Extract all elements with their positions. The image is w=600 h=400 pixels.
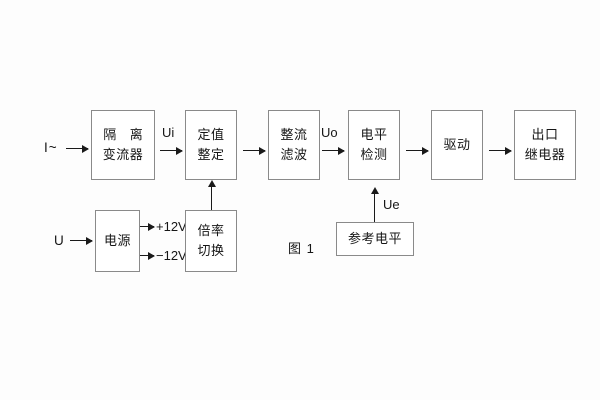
rail-label-negative: −12V [156, 248, 187, 263]
signal-label-ue: Ue [383, 197, 400, 212]
signal-label-uo: Uo [321, 125, 338, 140]
block-reference-level-line1: 参考电平 [347, 230, 402, 246]
arrow-setpoint-to-rectifier [243, 146, 266, 155]
block-reference-level: 参考电平 [336, 222, 414, 256]
block-output-relay: 出口 继电器 [514, 110, 576, 180]
block-multiplier-switch-line1: 倍率 [197, 222, 225, 238]
block-level-detect-line2: 检测 [360, 147, 388, 162]
arrow-isolation-to-setpoint [160, 146, 183, 155]
block-output-relay-line2: 继电器 [524, 147, 566, 162]
input-label-voltage: U [54, 233, 65, 248]
block-rectifier-filter: 整流 滤波 [268, 110, 320, 180]
rail-label-positive: +12V [156, 219, 187, 234]
arrow-reference-to-level-detect [370, 187, 379, 222]
block-isolation-transformer-line1: 隔 离 [103, 126, 148, 142]
figure-caption: 图 1 [288, 241, 315, 256]
arrow-drive-to-output-relay [489, 146, 512, 155]
arrow-voltage-to-power-supply [70, 236, 93, 245]
block-power-supply-line1: 电源 [103, 232, 131, 248]
block-output-relay-line1: 出口 [531, 126, 559, 142]
block-rectifier-filter-line1: 整流 [280, 126, 308, 142]
block-level-detect: 电平 检测 [348, 110, 400, 180]
block-isolation-transformer: 隔 离 变流器 [91, 110, 155, 180]
block-isolation-transformer-line2: 变流器 [102, 147, 144, 162]
arrow-rectifier-to-level-detect [322, 146, 345, 155]
block-multiplier-switch: 倍率 切换 [185, 210, 237, 272]
block-multiplier-switch-line2: 切换 [197, 243, 225, 258]
block-drive: 驱动 [431, 110, 483, 180]
block-setpoint-adjust-line2: 整定 [197, 147, 225, 162]
arrow-level-detect-to-drive [406, 146, 429, 155]
block-setpoint-adjust: 定值 整定 [185, 110, 237, 180]
arrow-multiplier-to-setpoint [207, 180, 216, 210]
block-power-supply: 电源 [95, 210, 140, 272]
block-level-detect-line1: 电平 [360, 126, 388, 142]
signal-label-ui: Ui [162, 125, 175, 140]
arrow-current-to-isolation [66, 144, 89, 153]
arrow-rail-negative [140, 251, 155, 260]
input-label-current: I~ [44, 140, 58, 155]
arrow-rail-positive [140, 222, 155, 231]
block-setpoint-adjust-line1: 定值 [197, 126, 225, 142]
block-drive-line1: 驱动 [443, 136, 471, 152]
block-rectifier-filter-line2: 滤波 [280, 147, 308, 162]
